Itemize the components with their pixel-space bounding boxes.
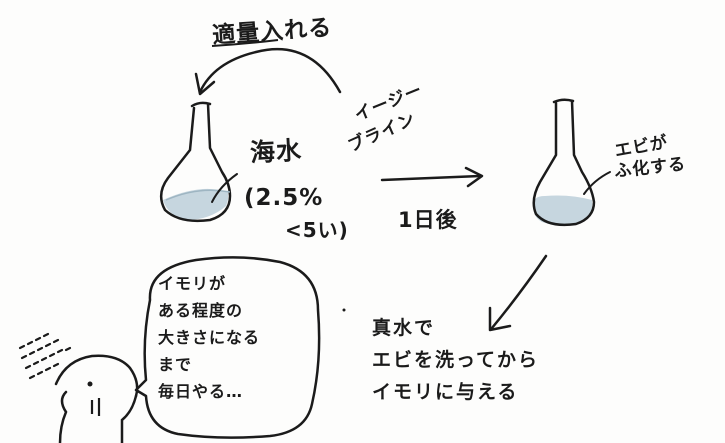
left-flask — [159, 101, 232, 223]
sea-water-label: 海水 — [249, 135, 303, 168]
concentration-label: (2.5% — [244, 185, 324, 211]
bubble-line: ある程度の — [158, 301, 244, 320]
concentration-note: <5い) — [285, 218, 349, 242]
newt-illustration — [54, 354, 139, 443]
instruction-line: 真水で — [372, 317, 436, 339]
one-day-arrow — [380, 166, 484, 188]
curved-add-arrow — [194, 47, 342, 96]
bubble-line: まで — [158, 355, 193, 374]
ink-dot — [342, 308, 346, 312]
right-flask — [532, 98, 596, 227]
right-flask-outline — [532, 99, 596, 227]
newt-gills — [18, 332, 72, 380]
feeding-instructions: 真水で エビを洗ってから イモリに与える — [372, 312, 539, 408]
top-label-underline — [211, 39, 279, 47]
hatch-pointer — [583, 171, 611, 195]
rinse-arrow — [488, 254, 548, 332]
bubble-line: イモリが — [158, 274, 227, 293]
left-flask-outline — [159, 102, 232, 223]
instruction-line: エビを洗ってから — [372, 349, 540, 371]
bubble-line: 毎日やる… — [158, 382, 244, 401]
bubble-line: 大きさになる — [158, 328, 261, 347]
one-day-later-label: 1日後 — [398, 208, 458, 232]
speech-bubble-text: イモリが ある程度の 大きさになる まで 毎日やる… — [158, 270, 260, 405]
sea-water-pointer — [211, 173, 238, 203]
instruction-line: イモリに与える — [372, 381, 519, 403]
speech-bubble — [134, 256, 321, 439]
right-flask-water — [533, 195, 593, 225]
